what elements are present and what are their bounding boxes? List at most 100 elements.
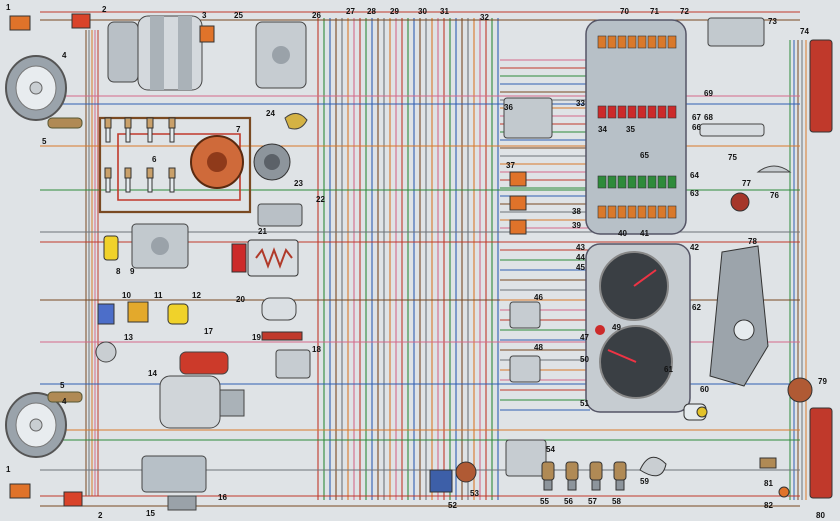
- callout-22: 22: [316, 195, 325, 204]
- callout-45: 45: [576, 263, 585, 272]
- lamp-76: [756, 165, 792, 173]
- fuse: [607, 35, 617, 49]
- callout-28: 28: [367, 7, 376, 16]
- fuse: [627, 35, 637, 49]
- ignition-wire-loop: [117, 133, 241, 201]
- rear-lamp-top: [809, 39, 833, 133]
- callout-76: 76: [770, 191, 779, 200]
- callout-67: 67: [692, 113, 701, 122]
- callout-26: 26: [312, 11, 321, 20]
- fuse: [607, 105, 617, 119]
- callout-24: 24: [266, 109, 275, 118]
- callout-71: 71: [650, 7, 659, 16]
- callout-43: 43: [576, 243, 585, 252]
- fuse: [667, 205, 677, 219]
- fuse: [647, 35, 657, 49]
- fuse: [597, 35, 607, 49]
- fuse: [607, 205, 617, 219]
- callout-48: 48: [534, 343, 543, 352]
- fuse: [637, 35, 647, 49]
- fuse-box: [141, 455, 207, 493]
- callout-20: 20: [236, 295, 245, 304]
- headlamp-top: [5, 55, 67, 121]
- callout-58: 58: [612, 497, 621, 506]
- callout-62: 62: [692, 303, 701, 312]
- fuse: [647, 205, 657, 219]
- callout-51: 51: [580, 399, 589, 408]
- fuse: [627, 105, 637, 119]
- callout-19: 19: [252, 333, 261, 342]
- fuse: [617, 105, 627, 119]
- callout-30: 30: [418, 7, 427, 16]
- callout-80: 80: [816, 511, 825, 520]
- callout-60: 60: [700, 385, 709, 394]
- fuse: [637, 105, 647, 119]
- callout-32: 32: [480, 13, 489, 22]
- connector-75: [699, 123, 765, 137]
- fuse: [627, 175, 637, 189]
- callout-70: 70: [620, 7, 629, 16]
- fuse: [667, 35, 677, 49]
- callout-15: 15: [146, 509, 155, 518]
- switch-52: [429, 469, 453, 493]
- fuse: [657, 175, 667, 189]
- callout-52: 52: [448, 501, 457, 510]
- callout-53: 53: [470, 489, 479, 498]
- fuse: [647, 175, 657, 189]
- fuse: [597, 205, 607, 219]
- spark-plug: [124, 167, 132, 193]
- fuse: [657, 105, 667, 119]
- rear-lamp-bottom: [809, 407, 833, 499]
- callout-49: 49: [612, 323, 621, 332]
- callout-35: 35: [626, 125, 635, 134]
- callout-78: 78: [748, 237, 757, 246]
- fuse-19: [261, 331, 303, 341]
- lamp-79: [787, 377, 813, 403]
- relay-36: [503, 97, 553, 139]
- fuse: [617, 175, 627, 189]
- side-lamp-top: [9, 15, 31, 31]
- spark-plug: [104, 167, 112, 193]
- switch-77: [730, 192, 750, 212]
- turn-lamp-bottom: [63, 491, 83, 507]
- callout-29: 29: [390, 7, 399, 16]
- relay-15: [167, 495, 197, 511]
- callout-73: 73: [768, 17, 777, 26]
- warning-lamps-37: [509, 171, 527, 235]
- callout-17: 17: [204, 327, 213, 336]
- callout-2b: 2: [98, 511, 103, 520]
- callout-63: 63: [690, 189, 699, 198]
- callout-18: 18: [312, 345, 321, 354]
- sensor-10: [97, 303, 115, 325]
- callout-66: 66: [692, 123, 701, 132]
- switch: [613, 461, 627, 491]
- ignition-distributor: [190, 135, 244, 189]
- callout-74: 74: [800, 27, 809, 36]
- callout-5b: 5: [60, 381, 65, 390]
- starter-motor: [159, 351, 245, 429]
- fuse: [597, 105, 607, 119]
- fuse: [657, 205, 667, 219]
- callout-46: 46: [534, 293, 543, 302]
- callout-72: 72: [680, 7, 689, 16]
- instrument-cluster: [585, 243, 691, 413]
- callout-38: 38: [572, 207, 581, 216]
- terminal-block-top: [47, 117, 83, 129]
- callout-40: 40: [618, 229, 627, 238]
- fuse: [647, 105, 657, 119]
- ignition-coil: [231, 239, 299, 277]
- sensor-12: [167, 303, 189, 325]
- relay-46: [509, 301, 541, 329]
- headlamp-bottom: [5, 392, 67, 458]
- callout-41: 41: [640, 229, 649, 238]
- relay-48: [509, 355, 541, 383]
- fuse: [607, 175, 617, 189]
- callout-55: 55: [540, 497, 549, 506]
- sensor-59: [639, 456, 667, 477]
- callout-59: 59: [640, 477, 649, 486]
- callout-6: 6: [152, 155, 157, 164]
- switch: [541, 461, 555, 491]
- callout-9: 9: [130, 267, 135, 276]
- fuse: [667, 105, 677, 119]
